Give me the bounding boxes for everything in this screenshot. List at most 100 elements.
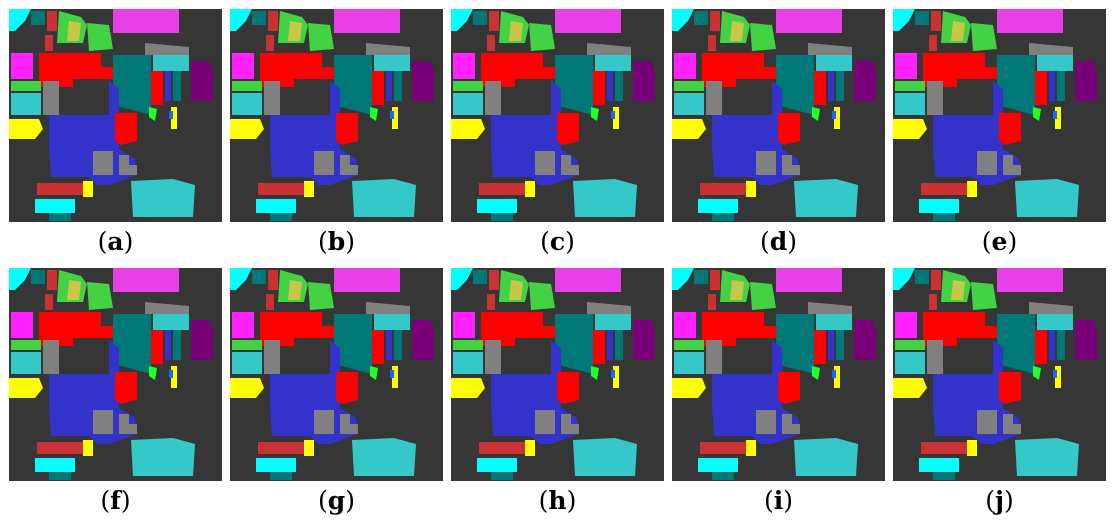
class-region-green [232, 340, 262, 350]
class-region-maroon [921, 442, 967, 454]
panel-caption: (j) [985, 486, 1014, 515]
class-region-maroon [47, 270, 57, 290]
class-region-yellow [304, 181, 314, 197]
class-region-maroon [921, 183, 967, 195]
class-region-magenta [997, 9, 1063, 33]
class-region-turquoise [1037, 314, 1073, 330]
class-region-lime [370, 366, 378, 380]
class-region-cyan [35, 458, 75, 472]
class-region-turquoise [674, 352, 704, 374]
class-region-teal [1057, 71, 1065, 101]
class-region-gray [535, 151, 555, 175]
class-region-maroon [268, 270, 278, 290]
class-region-cyan [698, 199, 738, 213]
class-region-fuchsia [11, 312, 33, 338]
class-region-maroon [489, 270, 499, 290]
class-region-red [778, 113, 800, 145]
class-region-fuchsia [453, 312, 475, 338]
class-region-blue [49, 81, 137, 185]
class-region-maroon [258, 442, 304, 454]
class-region-yellow [893, 378, 927, 398]
class-region-yellow [613, 107, 619, 129]
class-region-maroon [268, 11, 278, 31]
panel-caption: (c) [540, 227, 575, 256]
class-region-gray [808, 43, 852, 55]
class-region-gray [366, 43, 410, 55]
panel-label: c [549, 227, 566, 256]
class-region-red [372, 330, 384, 364]
class-region-bright-blue [1053, 111, 1057, 119]
class-region-teal [113, 314, 151, 374]
class-region-red [481, 312, 561, 346]
class-region-blue [828, 330, 834, 360]
class-region-olive [509, 21, 523, 41]
class-region-red [702, 53, 782, 87]
class-region-maroon [708, 294, 716, 310]
class-region-olive [67, 21, 81, 41]
class-region-turquoise [816, 314, 852, 330]
class-region-lime [1033, 366, 1041, 380]
class-region-yellow [746, 181, 756, 197]
class-region-gray [1029, 43, 1073, 55]
panel-caption: (d) [759, 227, 797, 256]
class-region-lime [370, 107, 378, 121]
class-region-bright-blue [169, 370, 173, 378]
class-region-gray [561, 155, 579, 175]
class-region-red [778, 372, 800, 404]
class-region-olive [288, 21, 302, 41]
class-region-cyan [9, 268, 31, 290]
class-region-blue [491, 81, 579, 185]
class-region-yellow [171, 107, 177, 129]
class-region-teal [394, 71, 402, 101]
class-region-cyan [672, 9, 694, 31]
class-region-purple [191, 320, 213, 360]
class-region-bright-blue [1053, 370, 1057, 378]
class-region-red [999, 113, 1021, 145]
class-region-turquoise [232, 93, 262, 115]
class-region-blue [712, 340, 800, 444]
class-region-yellow [83, 181, 93, 197]
class-region-yellow [672, 119, 706, 139]
class-region-bright-blue [832, 111, 836, 119]
classification-map [672, 9, 885, 222]
class-region-maroon [479, 442, 525, 454]
class-region-fuchsia [453, 53, 475, 79]
class-region-red [814, 71, 826, 105]
class-region-red [115, 113, 137, 145]
class-region-yellow [392, 107, 398, 129]
class-region-teal [49, 472, 71, 480]
class-region-turquoise [352, 179, 416, 217]
class-region-yellow [230, 119, 264, 139]
class-region-red [1035, 71, 1047, 105]
class-region-blue [607, 330, 613, 360]
class-region-turquoise [131, 438, 195, 476]
class-region-magenta [113, 268, 179, 292]
classification-map [451, 268, 664, 481]
class-region-olive [951, 280, 965, 300]
class-region-cyan [451, 9, 473, 31]
class-region-gray [119, 155, 137, 175]
class-region-purple [854, 61, 876, 101]
class-region-cyan [9, 9, 31, 31]
class-region-red [372, 71, 384, 105]
class-region-teal [776, 55, 814, 115]
class-region-turquoise [453, 352, 483, 374]
class-region-cyan [477, 458, 517, 472]
class-region-bright-blue [390, 370, 394, 378]
class-region-purple [854, 320, 876, 360]
class-region-bright-blue [832, 370, 836, 378]
class-region-teal [49, 213, 71, 221]
class-region-cyan [230, 9, 252, 31]
class-region-cyan [672, 268, 694, 290]
class-region-red [39, 53, 119, 87]
class-region-green [895, 340, 925, 350]
class-region-green [971, 23, 997, 51]
class-region-lime [591, 107, 599, 121]
class-region-gray [264, 81, 280, 115]
class-region-red [260, 53, 340, 87]
class-region-olive [509, 280, 523, 300]
class-region-turquoise [895, 352, 925, 374]
class-region-turquoise [374, 55, 410, 71]
class-region-red [923, 312, 1003, 346]
class-region-blue [712, 81, 800, 185]
